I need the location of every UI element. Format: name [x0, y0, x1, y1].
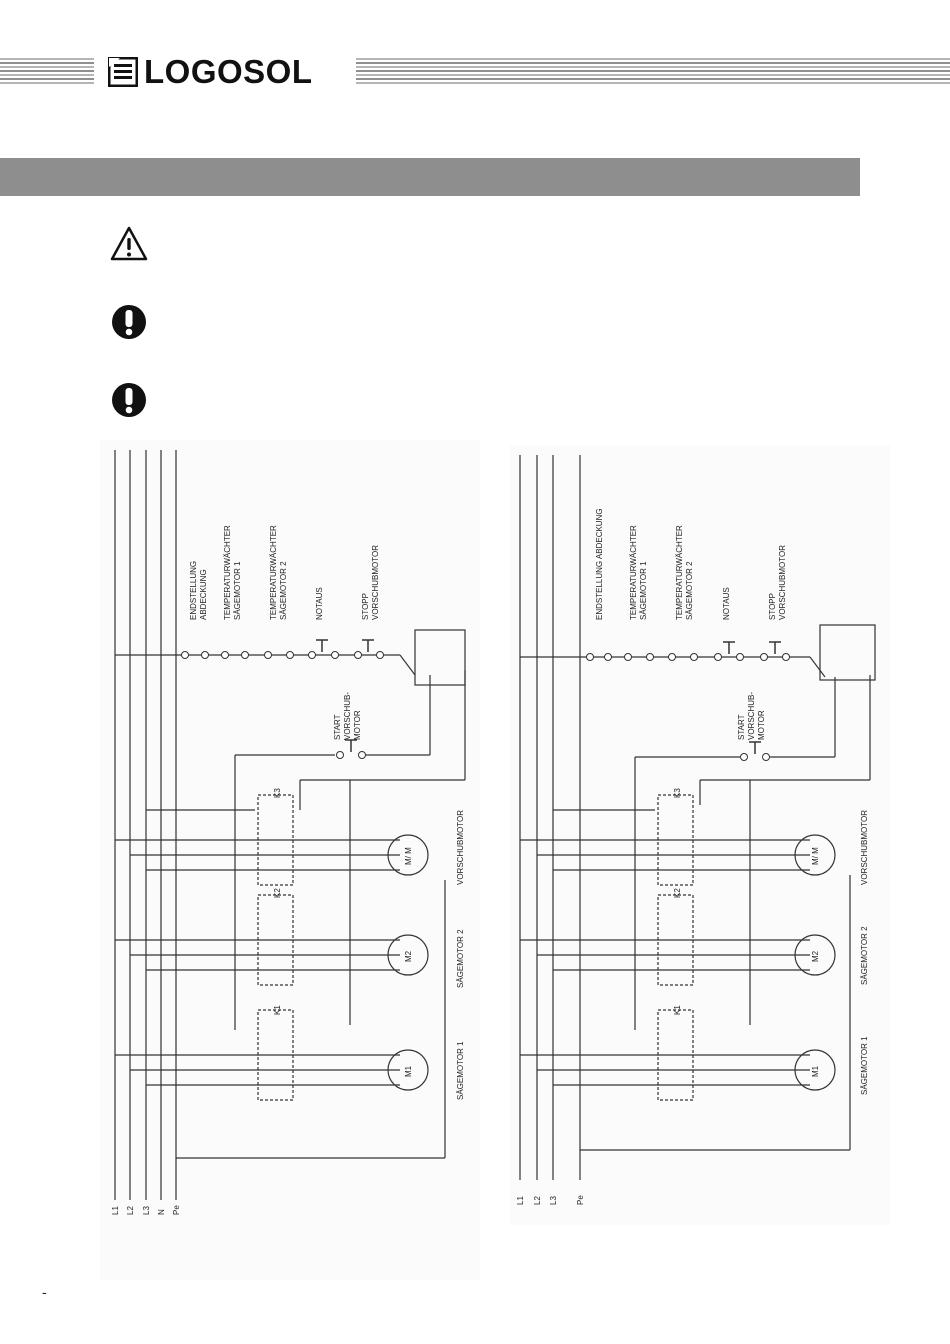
- mandatory-exclamation-icon: [112, 305, 146, 339]
- rail-n: N: [157, 1209, 166, 1215]
- motor-label-vorschub: VORSCHUBMOTOR: [860, 810, 869, 885]
- motor-m1: M1: [811, 1065, 820, 1077]
- label-vorschubmotor: VORSCHUBMOTOR: [778, 545, 787, 620]
- contactor-k1: K1: [673, 1005, 682, 1015]
- contactor-k2: K2: [273, 888, 282, 898]
- logosol-mark-icon: [108, 57, 138, 87]
- label-endstellung: ENDSTELLUNG: [189, 561, 198, 620]
- label-stopp: STOPP: [361, 593, 370, 620]
- rail-l2: L2: [533, 1196, 542, 1205]
- label-endstellung-abdeckung: ENDSTELLUNG ABDECKUNG: [595, 508, 604, 620]
- rail-pe: Pe: [576, 1195, 585, 1205]
- motor-label-saege-1: SÄGEMOTOR 1: [456, 1041, 465, 1100]
- label-saegemotor-2: SÄGEMOTOR 2: [685, 561, 694, 620]
- label-start-motor: MOTOR: [353, 710, 362, 740]
- mandatory-exclamation-icon: [112, 383, 146, 417]
- motor-m2: M2: [404, 950, 413, 962]
- wiring-diagram-left: ENDSTELLUNG ABDECKUNG TEMPERATURWÄCHTER …: [100, 440, 480, 1280]
- motor-mm: M/ M: [811, 847, 820, 865]
- contactor-k3: K3: [673, 788, 682, 798]
- label-saegemotor-1: SÄGEMOTOR 1: [639, 561, 648, 620]
- motor-m2: M2: [811, 950, 820, 962]
- rail-pe: Pe: [172, 1205, 181, 1215]
- label-temp-1: TEMPERATURWÄCHTER: [223, 525, 232, 620]
- label-start-motor: MOTOR: [757, 710, 766, 740]
- label-notaus: NOTAUS: [722, 587, 731, 620]
- rail-l1: L1: [516, 1196, 525, 1205]
- label-start-vorschub: VORSCHUB-: [343, 692, 352, 740]
- label-stopp: STOPP: [768, 593, 777, 620]
- motor-label-vorschub: VORSCHUBMOTOR: [456, 810, 465, 885]
- rail-l3: L3: [549, 1196, 558, 1205]
- label-start: START: [333, 714, 342, 740]
- rail-l2: L2: [126, 1206, 135, 1215]
- label-temp-2: TEMPERATURWÄCHTER: [269, 525, 278, 620]
- label-abdeckung: ABDECKUNG: [199, 569, 208, 620]
- brand-logo: LOGOSOL: [108, 52, 313, 92]
- wiring-diagram-right: ENDSTELLUNG ABDECKUNG TEMPERATURWÄCHTER …: [510, 445, 890, 1225]
- warning-triangle-icon: [110, 226, 148, 261]
- motor-label-saege-2: SÄGEMOTOR 2: [860, 926, 869, 985]
- brand-name: LOGOSOL: [144, 53, 313, 90]
- footer-mark: -: [42, 1284, 47, 1300]
- motor-mm: M/ M: [404, 847, 413, 865]
- section-title-bar: [0, 158, 860, 196]
- label-vorschubmotor: VORSCHUBMOTOR: [371, 545, 380, 620]
- label-temp-2: TEMPERATURWÄCHTER: [675, 525, 684, 620]
- motor-label-saege-2: SÄGEMOTOR 2: [456, 929, 465, 988]
- label-saegemotor-2: SÄGEMOTOR 2: [279, 561, 288, 620]
- label-saegemotor-1: SÄGEMOTOR 1: [233, 561, 242, 620]
- contactor-k2: K2: [673, 888, 682, 898]
- header-stripes-left: [0, 58, 94, 84]
- contactor-k1: K1: [273, 1005, 282, 1015]
- rail-l3: L3: [142, 1206, 151, 1215]
- header-stripes-right: [356, 58, 950, 84]
- contactor-k3: K3: [273, 788, 282, 798]
- label-start: START: [737, 714, 746, 740]
- label-notaus: NOTAUS: [315, 587, 324, 620]
- label-start-vorschub: VORSCHUB-: [747, 692, 756, 740]
- label-temp-1: TEMPERATURWÄCHTER: [629, 525, 638, 620]
- rail-l1: L1: [111, 1206, 120, 1215]
- motor-m1: M1: [404, 1065, 413, 1077]
- motor-label-saege-1: SÄGEMOTOR 1: [860, 1036, 869, 1095]
- page-header: LOGOSOL: [0, 52, 950, 92]
